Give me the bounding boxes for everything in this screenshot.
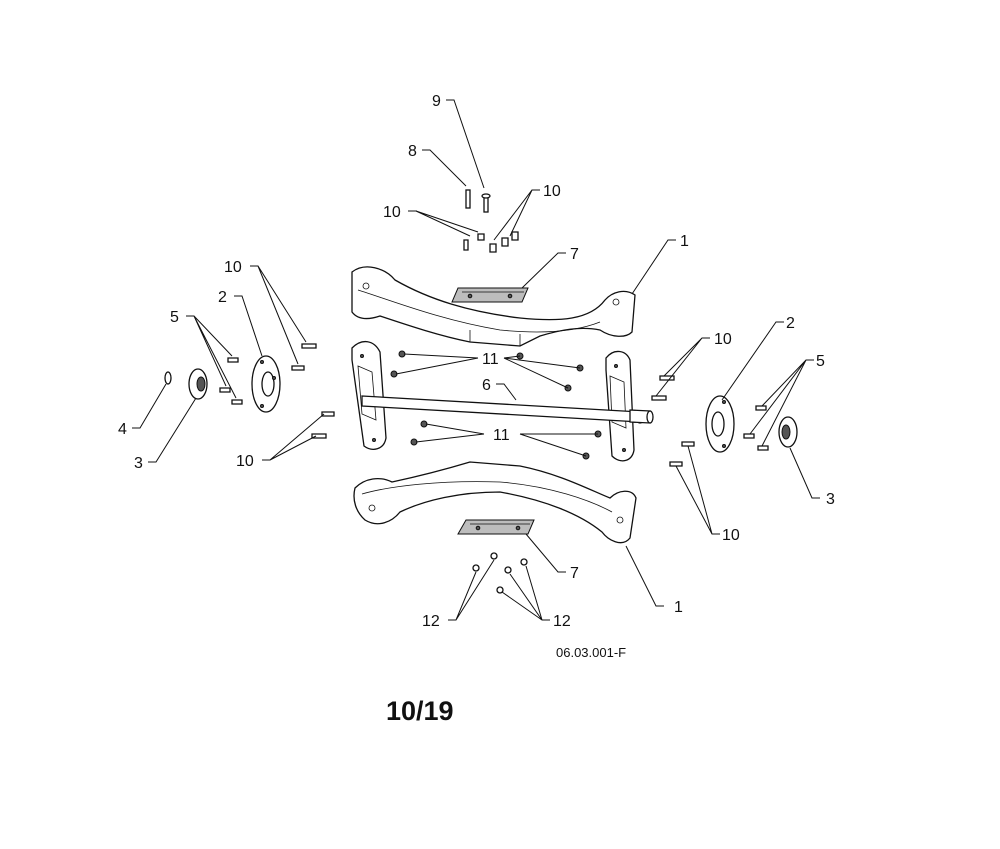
callout-7-bottom: 7: [570, 565, 579, 582]
frame-rail-upper: [351, 266, 636, 347]
hardware-right: [651, 375, 769, 467]
hardware-nuts: [390, 350, 602, 594]
callout-1-top: 1: [680, 233, 689, 250]
callout-2-left: 2: [218, 289, 227, 306]
bearing-left: [188, 368, 208, 400]
mounting-plate-lower: [457, 519, 535, 535]
callout-10-top-left: 10: [383, 204, 401, 221]
hardware-left: [219, 343, 335, 439]
bearing-right: [778, 416, 798, 448]
frame-rail-lower: [353, 461, 637, 544]
callout-10-left-upper: 10: [224, 259, 242, 276]
bearing-flange-right: [705, 395, 735, 453]
callout-10-right-lower: 10: [722, 527, 740, 544]
callout-11-upper: 11: [482, 351, 499, 368]
side-plate-right: [605, 350, 635, 462]
callout-2-right: 2: [786, 315, 795, 332]
callout-5-left: 5: [170, 309, 179, 326]
shaft: [361, 395, 654, 424]
callout-labels: 9 8 10 10 7 1 10 2 5 4 3 10 11 6 11 10 2…: [118, 93, 835, 630]
callout-8: 8: [408, 143, 417, 160]
mounting-plate-upper: [451, 287, 529, 303]
callout-9: 9: [432, 93, 441, 110]
leader-lines: [132, 99, 820, 621]
callout-12-right: 12: [553, 613, 571, 630]
retaining-ring-left: [164, 371, 172, 385]
hardware-pins: [463, 189, 519, 253]
callout-12-left: 12: [422, 613, 440, 630]
callout-4: 4: [118, 421, 127, 438]
callout-10-right-upper: 10: [714, 331, 732, 348]
callout-11-lower: 11: [493, 427, 510, 444]
bearing-flange-left: [251, 355, 281, 413]
callout-1-bottom: 1: [674, 599, 683, 616]
drawing-number: 06.03.001-F: [556, 645, 626, 660]
callout-10-top-right: 10: [543, 183, 561, 200]
callout-3-left: 3: [134, 455, 143, 472]
callout-6: 6: [482, 377, 491, 394]
callout-5-right: 5: [816, 353, 825, 370]
callout-7-top: 7: [570, 246, 579, 263]
side-plate-left: [351, 341, 387, 450]
page-label: 10/19: [386, 696, 454, 726]
callout-10-left-lower: 10: [236, 453, 254, 470]
callout-3-right: 3: [826, 491, 835, 508]
